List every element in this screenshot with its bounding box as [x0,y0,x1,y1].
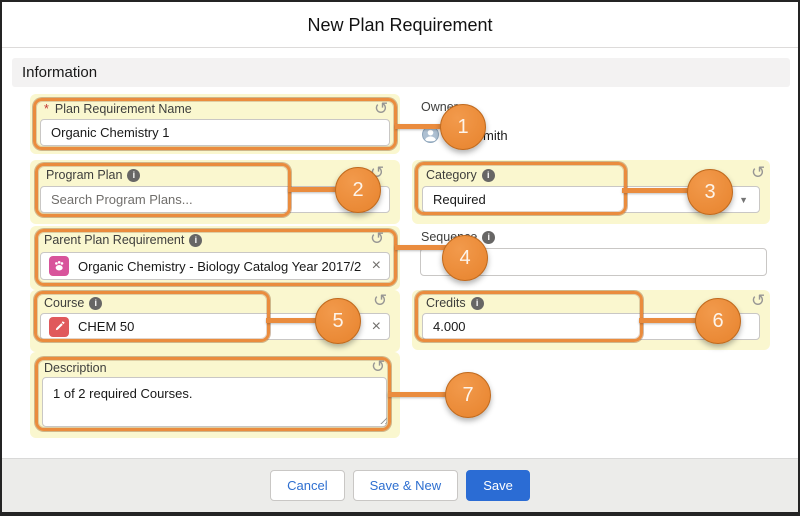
cancel-button[interactable]: Cancel [270,470,345,501]
credits-label: Credits i [426,296,484,310]
parent-plan-requirement-pill[interactable]: Organic Chemistry - Biology Catalog Year… [40,252,390,280]
required-asterisk: * [44,102,49,116]
plan-requirement-name-input[interactable] [40,119,390,146]
course-object-icon [49,316,69,337]
info-icon[interactable]: i [482,230,496,244]
callout-line-5 [266,318,320,323]
undo-icon[interactable]: ↺ [370,229,385,248]
callout-line-6 [639,318,700,323]
undo-icon[interactable]: ↺ [371,357,386,376]
callout-box-5 [34,291,270,342]
callout-circle-4: 4 [442,235,488,281]
callout-line-2 [288,187,340,192]
modal-footer: Cancel Save & New Save [2,458,798,512]
category-selected-value: Required [433,192,486,207]
callout-circle-1: 1 [440,104,486,150]
callout-box-1 [33,98,397,150]
save-button[interactable]: Save [466,470,530,501]
undo-icon[interactable]: ↺ [373,291,388,310]
info-icon[interactable]: i [89,296,103,310]
callout-circle-3: 3 [687,169,733,215]
info-icon[interactable]: i [481,168,495,182]
plan-requirement-name-label: * Plan Requirement Name [44,102,192,116]
plan-requirement-object-icon [49,256,69,276]
callout-box-6 [415,291,643,342]
undo-icon[interactable]: ↺ [374,99,389,118]
callout-circle-6: 6 [695,298,741,344]
course-label: Course i [44,296,103,310]
undo-icon[interactable]: ↺ [751,163,766,182]
info-icon[interactable]: i [189,233,203,247]
header-divider [2,47,798,48]
chevron-down-icon: ▼ [739,194,748,205]
resize-handle[interactable] [378,415,387,424]
callout-circle-2: 2 [335,167,381,213]
callout-box-3 [415,162,627,215]
save-and-new-button[interactable]: Save & New [352,470,459,501]
callout-line-3 [622,188,692,193]
course-value: CHEM 50 [78,319,135,334]
callout-line-7 [388,392,450,397]
parent-plan-requirement-label: Parent Plan Requirement i [44,233,203,247]
info-icon[interactable]: i [470,296,484,310]
callout-line-4 [395,245,447,250]
callout-line-1 [395,124,445,129]
description-textarea[interactable]: 1 of 2 required Courses. [42,377,387,427]
callout-circle-5: 5 [315,298,361,344]
description-label: Description [44,361,107,375]
section-header-information: Information [12,58,790,87]
callout-box-4 [35,229,397,286]
modal-title: New Plan Requirement [307,15,493,35]
callout-box-2 [35,163,291,217]
section-title: Information [22,64,98,81]
callout-circle-7: 7 [445,372,491,418]
callout-box-7 [35,357,391,431]
parent-plan-requirement-value: Organic Chemistry - Biology Catalog Year… [78,258,362,274]
program-plan-label: Program Plan i [46,168,141,182]
info-icon[interactable]: i [127,168,141,182]
undo-icon[interactable]: ↺ [751,291,766,310]
remove-icon[interactable]: × [371,257,381,274]
category-label: Category i [426,168,495,182]
remove-icon[interactable]: × [371,317,381,335]
